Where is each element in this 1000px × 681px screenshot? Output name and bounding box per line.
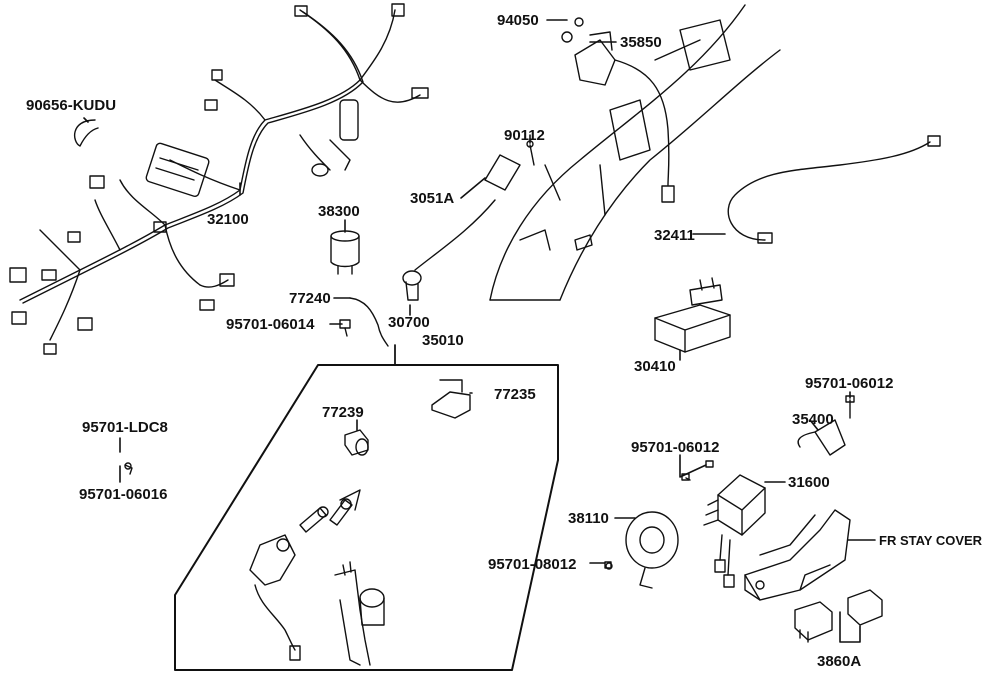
screws xyxy=(124,462,612,569)
relay-30410 xyxy=(654,277,731,353)
cable-3051a xyxy=(402,140,535,301)
fr-stay-cover-label: FR STAY COVER xyxy=(879,533,983,548)
clip-90656 xyxy=(73,119,99,147)
part-label-35400: 35400 xyxy=(792,411,834,428)
part-label-38300: 38300 xyxy=(318,203,360,220)
sensor-35400 xyxy=(797,395,855,456)
part-label-3860a: 3860A xyxy=(817,653,862,670)
part-label-35850: 35850 xyxy=(620,34,662,51)
part-label-31600: 31600 xyxy=(788,474,830,491)
part-label-90656-kudu: 90656-KUDU xyxy=(26,97,117,114)
steering-lock xyxy=(334,561,385,666)
part-label-30700: 30700 xyxy=(388,314,430,331)
part-label-3051a: 3051A xyxy=(410,190,455,207)
part-label-77239: 77239 xyxy=(322,404,364,421)
part-label-77240: 77240 xyxy=(289,290,331,307)
ignition-switch xyxy=(249,534,301,661)
wire-77240 xyxy=(349,297,389,347)
flasher-38300 xyxy=(330,230,360,275)
part-label-30410: 30410 xyxy=(634,358,676,375)
part-label-77235: 77235 xyxy=(494,386,536,403)
frame xyxy=(489,4,781,301)
part-label-95701-06012-a: 95701-06012 xyxy=(805,375,894,392)
horn-38110 xyxy=(605,511,679,589)
part-label-95701-06014: 95701-06014 xyxy=(226,316,315,333)
part-label-32100: 32100 xyxy=(207,211,249,228)
part-label-95701-06012-b: 95701-06012 xyxy=(631,439,720,456)
ignition-set-35010-frame xyxy=(174,364,559,671)
leader-lines xyxy=(83,19,876,643)
part-label-38110: 38110 xyxy=(568,510,609,527)
part-label-95701-ldc8: 95701-LDC8 xyxy=(82,419,168,436)
part-label-90112: 90112 xyxy=(504,127,545,144)
part-label-94050: 94050 xyxy=(497,12,539,29)
wiring-harness-32100 xyxy=(9,3,429,355)
part-label-35010: 35010 xyxy=(422,332,464,349)
part-label-95701-08012: 95701-08012 xyxy=(488,556,577,573)
part-label-32411: 32411 xyxy=(654,227,695,244)
fr-stay-cover xyxy=(744,509,851,601)
cable-32411 xyxy=(727,141,931,241)
regulator-31600 xyxy=(681,460,766,588)
part-label-95701-06016: 95701-06016 xyxy=(79,486,168,503)
relays-3860a xyxy=(794,589,883,643)
keys xyxy=(299,489,361,533)
